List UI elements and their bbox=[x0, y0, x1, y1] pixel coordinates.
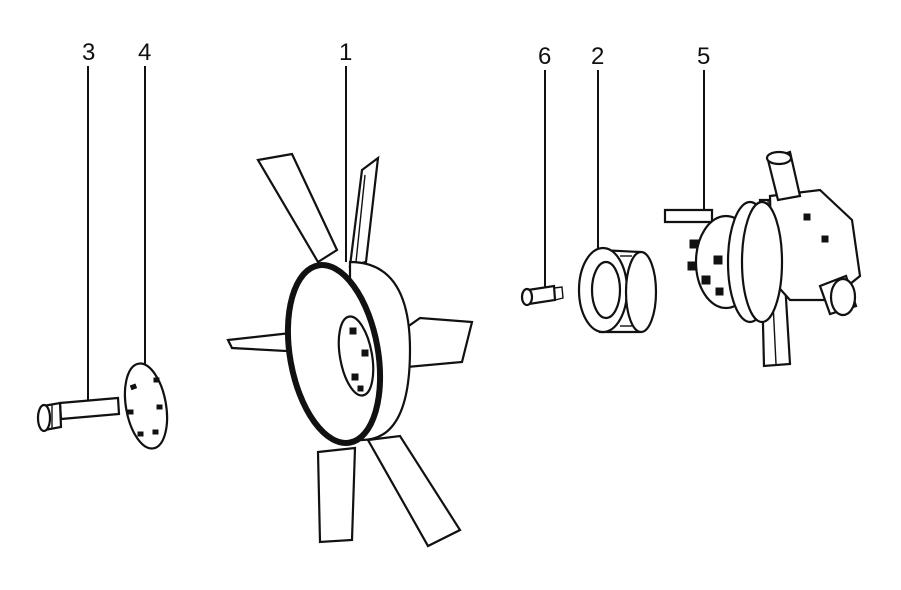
label-part-4: 4 bbox=[138, 39, 151, 66]
label-part-2: 2 bbox=[591, 43, 604, 70]
leader-lines bbox=[87, 66, 705, 400]
part-4-spacer-plate bbox=[123, 362, 169, 450]
label-part-3: 3 bbox=[82, 39, 95, 66]
label-part-5: 5 bbox=[697, 43, 710, 70]
part-2-pulley bbox=[577, 246, 658, 334]
part-3-bolt bbox=[36, 396, 121, 433]
part-6-small-bolt bbox=[520, 284, 564, 307]
part-1-fan bbox=[226, 152, 474, 548]
label-part-1: 1 bbox=[339, 39, 352, 66]
callout-numbers: 3 4 1 6 2 5 bbox=[82, 39, 710, 70]
part-5-water-pump bbox=[663, 150, 862, 368]
label-part-6: 6 bbox=[538, 43, 551, 70]
